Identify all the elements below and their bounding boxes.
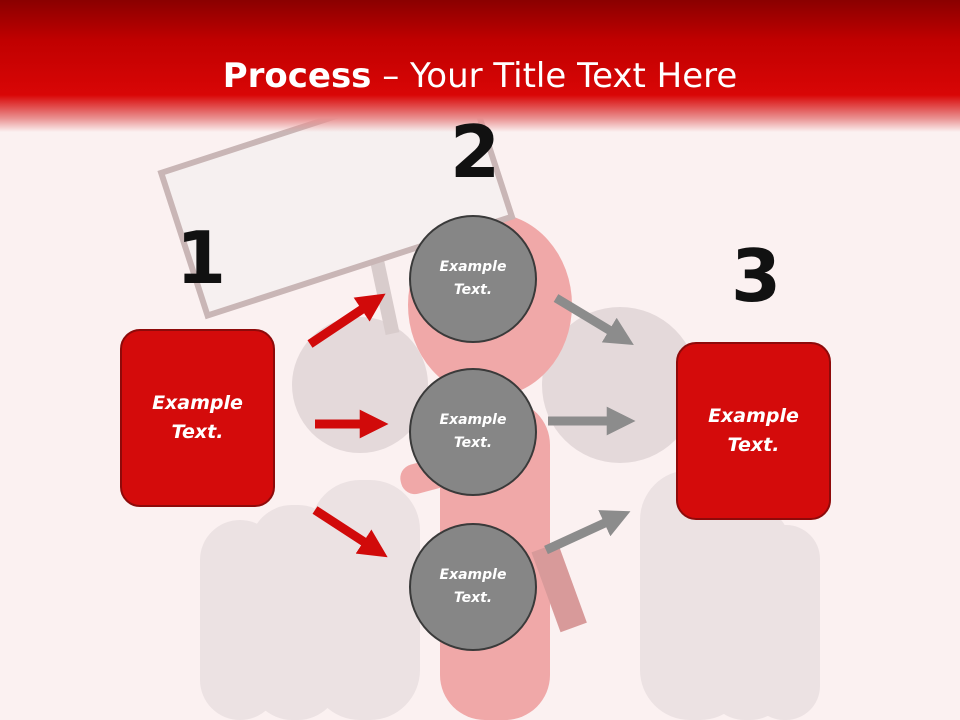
right-step-text: Example Text. [708, 405, 799, 456]
step-number-1: 1 [176, 216, 227, 300]
circle-middle-text: Example Text. [439, 412, 507, 451]
circle-bottom-text: Example Text. [439, 567, 507, 606]
slide-title: Process – Your Title Text Here [0, 56, 960, 96]
title-bold: Process [222, 56, 372, 96]
title-rest: – Your Title Text Here [371, 56, 738, 96]
step-number-2: 2 [450, 110, 501, 194]
right-step-box[interactable]: Example Text. [676, 342, 831, 520]
title-bar [0, 0, 960, 132]
circle-top-text: Example Text. [439, 259, 507, 298]
circle-middle[interactable]: Example Text. [409, 368, 537, 496]
left-step-box[interactable]: Example Text. [120, 329, 275, 507]
circle-bottom[interactable]: Example Text. [409, 523, 537, 651]
step-number-3: 3 [731, 234, 782, 318]
left-step-text: Example Text. [152, 392, 243, 443]
circle-top[interactable]: Example Text. [409, 215, 537, 343]
